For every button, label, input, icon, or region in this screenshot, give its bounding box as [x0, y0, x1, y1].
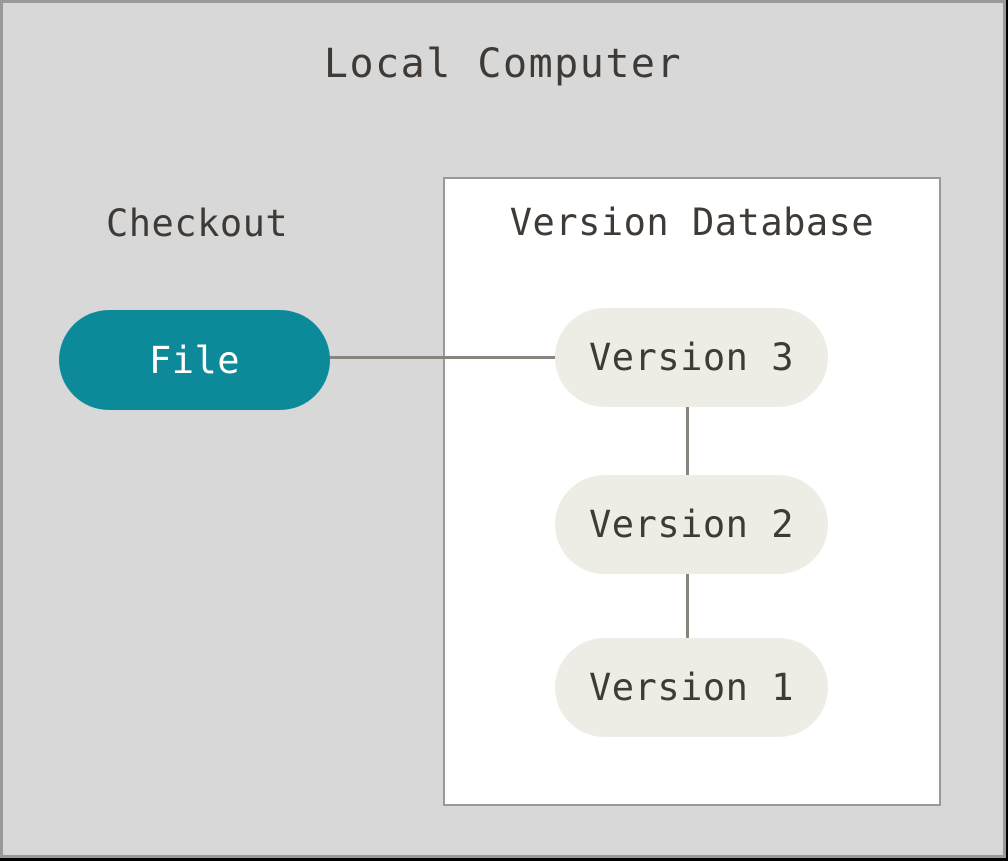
connector-file-to-version3: [327, 356, 558, 359]
connector-version2-to-version1: [686, 573, 689, 639]
version-1-node: Version 1: [555, 638, 828, 737]
checkout-label: Checkout: [106, 202, 289, 245]
diagram-title: Local Computer: [323, 41, 683, 87]
file-node: File: [59, 310, 330, 410]
version-2-node: Version 2: [555, 475, 828, 574]
connector-version3-to-version2: [686, 407, 689, 476]
version-3-node: Version 3: [555, 308, 828, 407]
version-database-title: Version Database: [509, 201, 875, 244]
